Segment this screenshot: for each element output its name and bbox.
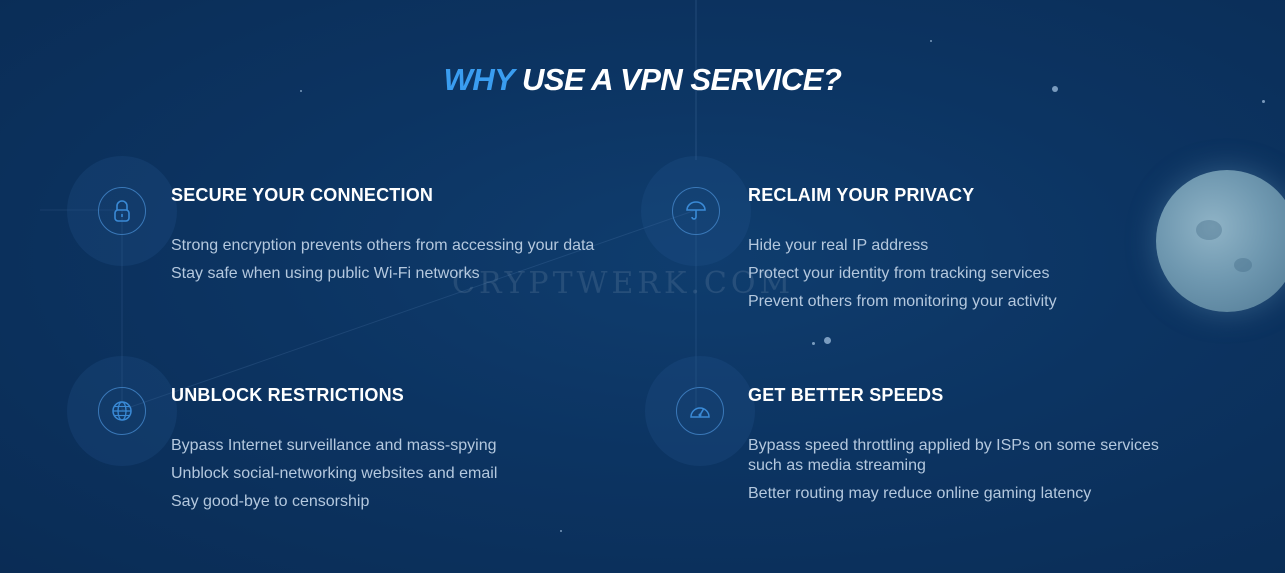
list-item: Prevent others from monitoring your acti… [748, 293, 1057, 310]
title-accent: WHY [443, 62, 515, 97]
feature-heading: UNBLOCK RESTRICTIONS [171, 385, 404, 405]
umbrella-icon [672, 187, 720, 235]
moon-decoration [1156, 170, 1285, 312]
watermark: CRYPTWERK.COM [452, 266, 795, 301]
list-item: Unblock social-networking websites and e… [171, 465, 498, 482]
list-item: Say good-bye to censorship [171, 493, 370, 510]
feature-unblock-restrictions: UNBLOCK RESTRICTIONS Bypass Internet sur… [171, 385, 596, 520]
feature-list: Strong encryption prevents others from a… [171, 236, 596, 284]
speedometer-icon [676, 387, 724, 435]
list-item: Better routing may reduce online gaming … [748, 485, 1092, 502]
star [1052, 86, 1058, 92]
star [560, 530, 562, 532]
list-item: Stay safe when using public Wi-Fi networ… [171, 265, 480, 282]
star [812, 342, 815, 345]
list-item: Protect your identity from tracking serv… [748, 265, 1050, 282]
globe-icon [98, 387, 146, 435]
feature-list: Hide your real IP address Protect your i… [748, 236, 1188, 312]
feature-list: Bypass Internet surveillance and mass-sp… [171, 436, 596, 512]
list-item: Strong encryption prevents others from a… [171, 237, 595, 254]
star [1262, 100, 1265, 103]
feature-reclaim-privacy: RECLAIM YOUR PRIVACY Hide your real IP a… [748, 185, 1188, 320]
page-title: WHY USE A VPN SERVICE? [0, 62, 1285, 98]
lock-icon [98, 187, 146, 235]
star [824, 337, 831, 344]
list-item: Bypass speed throttling applied by ISPs … [748, 437, 1159, 474]
feature-secure-connection: SECURE YOUR CONNECTION Strong encryption… [171, 185, 596, 292]
feature-heading: RECLAIM YOUR PRIVACY [748, 185, 975, 205]
list-item: Bypass Internet surveillance and mass-sp… [171, 437, 497, 454]
list-item: Hide your real IP address [748, 237, 929, 254]
feature-better-speeds: GET BETTER SPEEDS Bypass speed throttlin… [748, 385, 1188, 512]
feature-heading: GET BETTER SPEEDS [748, 385, 944, 405]
feature-list: Bypass speed throttling applied by ISPs … [748, 436, 1188, 504]
feature-heading: SECURE YOUR CONNECTION [171, 185, 434, 205]
star [300, 90, 302, 92]
title-rest: USE A VPN SERVICE? [521, 62, 842, 97]
star [930, 40, 932, 42]
